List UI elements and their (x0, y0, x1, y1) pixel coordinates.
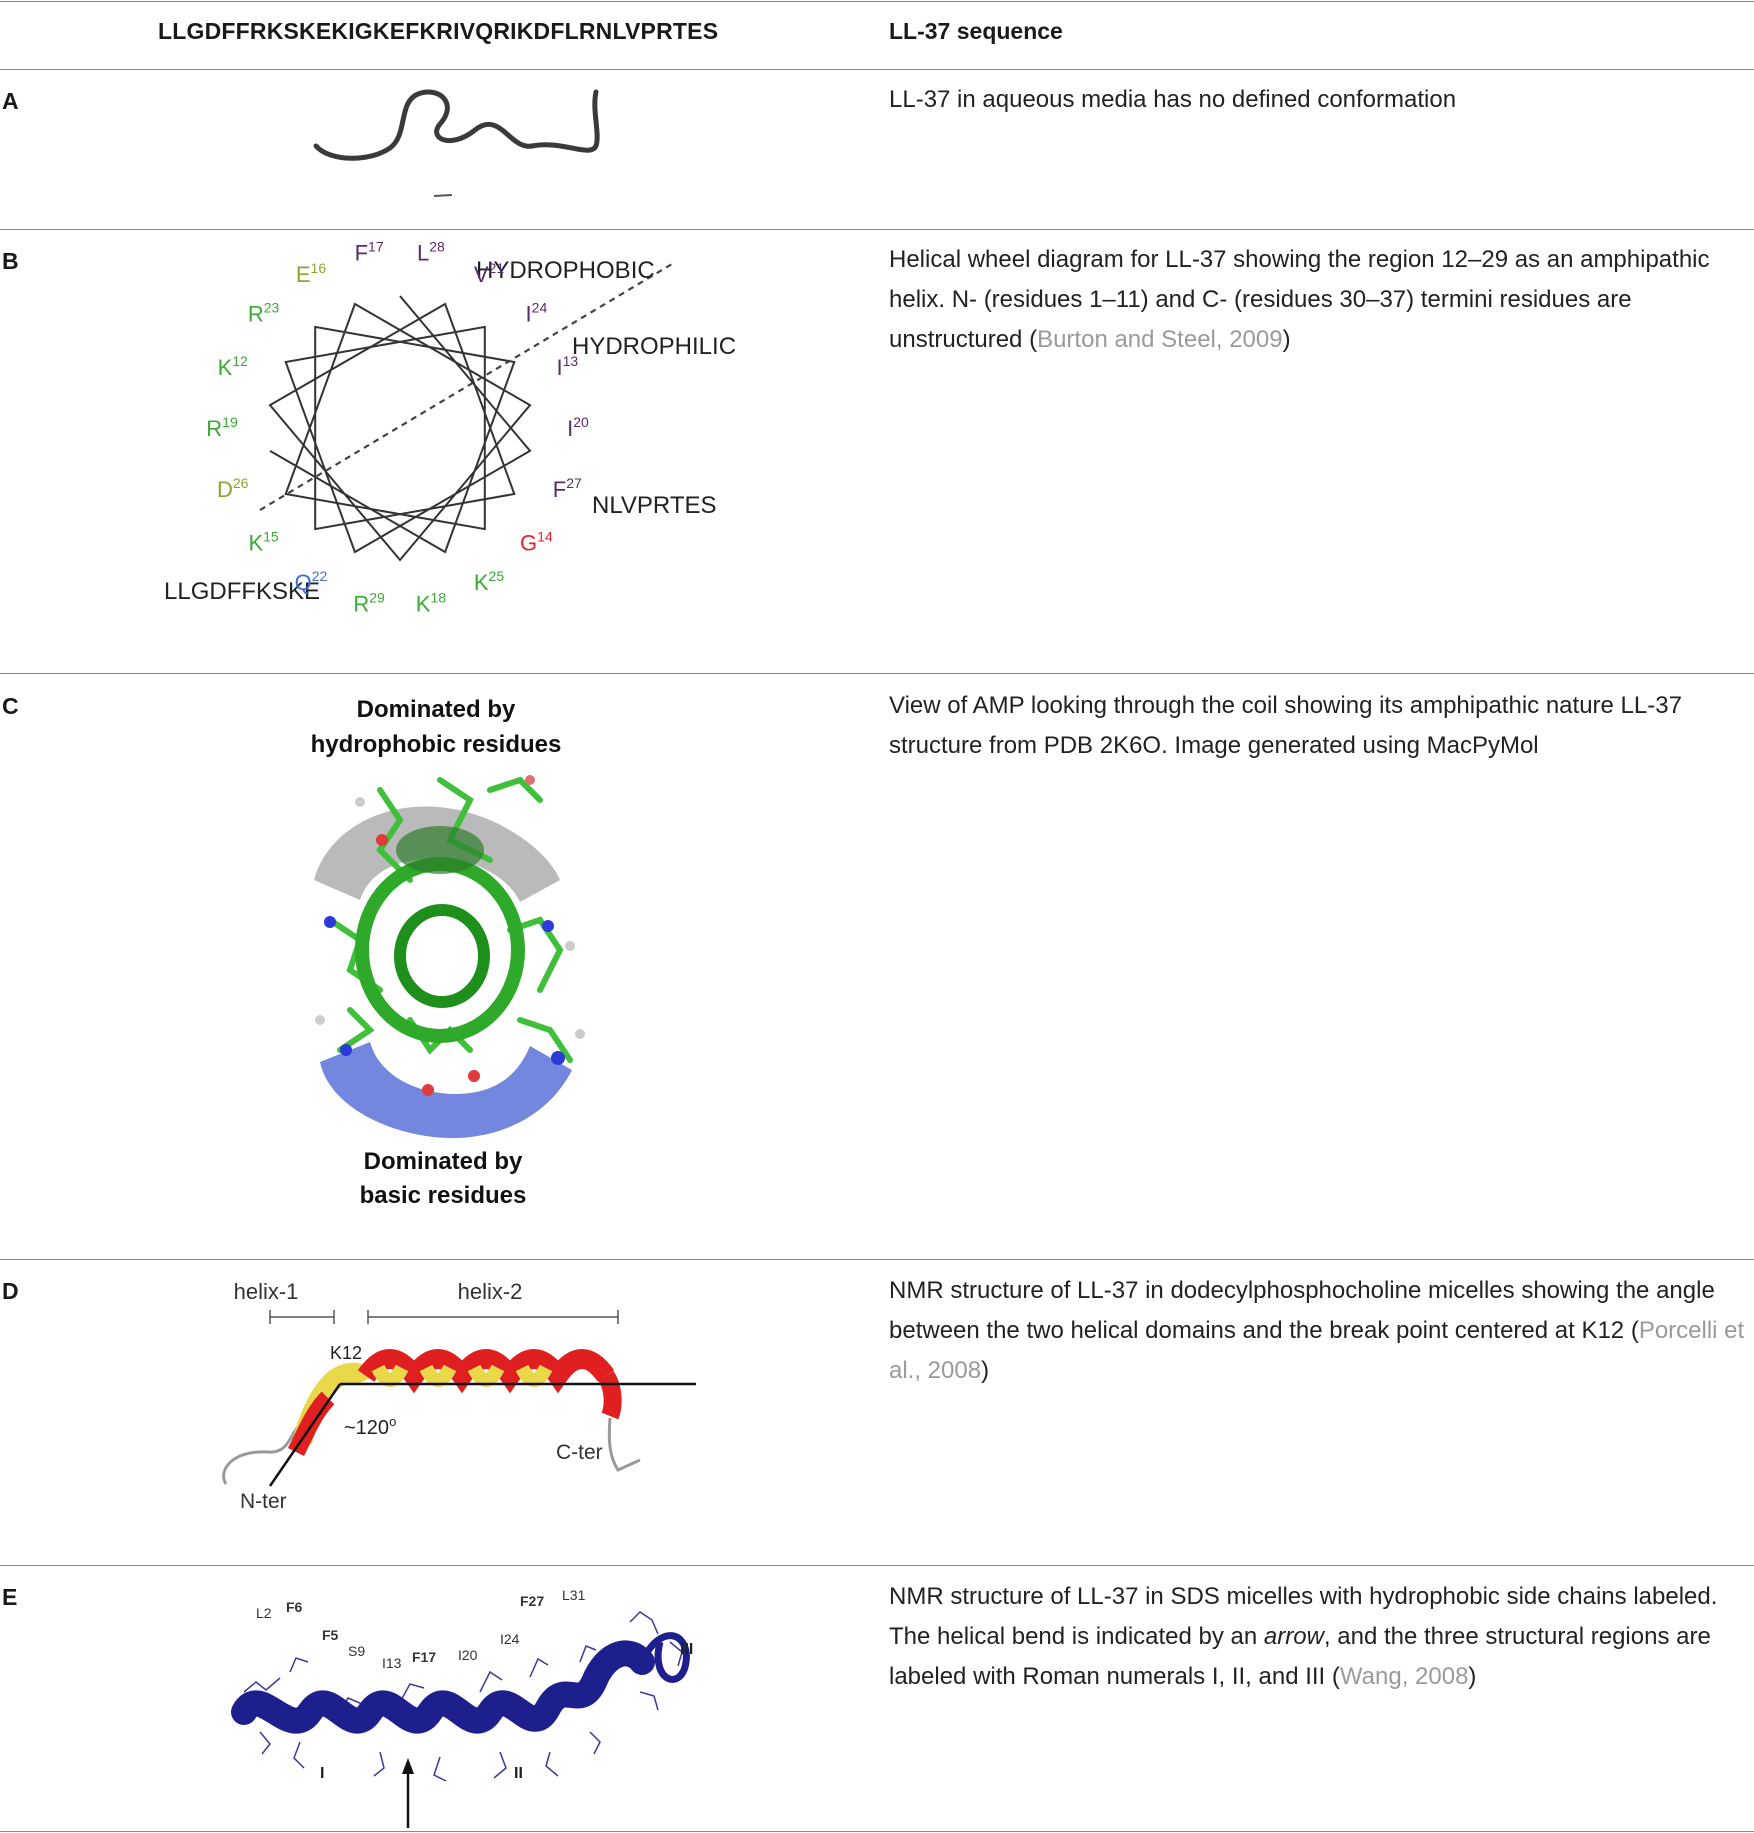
helix-backbone (231, 1640, 655, 1734)
bend-arrow (402, 1758, 414, 1828)
wheel-star-path (268, 295, 532, 562)
residue-k18: K18 (416, 589, 446, 616)
citation-porcelli[interactable]: Porcelli et al., 2008 (889, 1317, 1745, 1384)
bottom-rule (0, 1831, 1754, 1832)
side-chains (243, 1611, 683, 1782)
n-term-sequence: LLGDFFKSKE (164, 578, 320, 605)
residue-r19: R19 (206, 414, 238, 441)
region-i-label: I (320, 1765, 324, 1782)
label-f6: F6 (286, 1599, 303, 1615)
top-label-line2: hydrophobic residues (311, 731, 562, 758)
label-i13: I13 (382, 1655, 402, 1671)
hydrophobic-label: HYDROPHOBIC (476, 257, 655, 284)
helical-wheel-diagram: HYDROPHOBIC HYDROPHILIC LLGDFFKSKE NLVPR… (164, 240, 736, 616)
region-iii-label: III (680, 1641, 693, 1658)
angle-label: ~120o (344, 1414, 396, 1439)
helix-coil-outer (355, 857, 525, 1043)
label-f27: F27 (520, 1593, 544, 1609)
residue-g14: G14 (520, 528, 553, 555)
residue-k25: K25 (474, 568, 504, 595)
label-s9: S9 (348, 1643, 365, 1659)
row-d-description: NMR structure of LL-37 in dodecylphospho… (889, 1271, 1749, 1391)
random-coil-figure (313, 89, 600, 197)
row-a-description: LL-37 in aqueous media has no defined co… (889, 86, 1457, 113)
residue-f17: F17 (355, 240, 384, 266)
residue-k15: K15 (248, 528, 278, 555)
helix-2-label: helix-2 (458, 1279, 523, 1304)
row-d-text: NMR structure of LL-37 in dodecylphospho… (889, 1277, 1715, 1344)
label-i20: I20 (458, 1647, 478, 1663)
header-rule (0, 69, 1754, 70)
row-b-description: Helical wheel diagram for LL-37 showing … (889, 240, 1749, 360)
row-letter-a: A (2, 88, 19, 114)
row-c-rule (0, 1259, 1754, 1260)
residue-l28: L28 (417, 240, 445, 266)
helix-1-label: helix-1 (234, 1279, 299, 1304)
row-a-rule (0, 229, 1754, 230)
wheel-polygon (268, 295, 532, 562)
residue-e16: E16 (296, 260, 326, 287)
top-label-line1: Dominated by (357, 696, 516, 723)
row-letter-e: E (2, 1584, 18, 1610)
row-b-text-end: ) (1282, 326, 1291, 353)
dpc-micelle-structure: helix-1 helix-2 K12 ~120o C-ter N-ter (222, 1279, 696, 1512)
row-e-text: NMR structure of LL-37 in SDS micelles w… (889, 1583, 1718, 1650)
row-e-text-2: , and the three structural regions are l… (889, 1623, 1711, 1690)
residue-r29: R29 (353, 589, 385, 616)
row-e-em: arrow (1263, 1623, 1324, 1650)
row-e-description: NMR structure of LL-37 in SDS micelles w… (889, 1577, 1749, 1697)
row-c-description: View of AMP looking through the coil sho… (889, 692, 1682, 759)
n-ter-label: N-ter (240, 1490, 287, 1512)
atom-dots (315, 775, 585, 1096)
column-title: LL-37 sequence (889, 18, 1063, 44)
residue-v21: V21 (474, 260, 504, 287)
residue-i24: I24 (526, 300, 548, 327)
top-rule (0, 1, 1754, 2)
basic-arc (320, 1042, 572, 1139)
row-b-text: Helical wheel diagram for LL-37 showing … (889, 246, 1710, 353)
row-letter-d: D (2, 1278, 19, 1304)
row-letter-b: B (2, 248, 19, 274)
hydrophilic-label: HYDROPHILIC (572, 333, 736, 360)
residue-i13: I13 (556, 353, 578, 380)
label-l31: L31 (562, 1587, 586, 1603)
bottom-label-line1: Dominated by (364, 1148, 523, 1175)
citation-burton-steel[interactable]: Burton and Steel, 2009 (1037, 326, 1283, 353)
helix-ribbon (287, 1349, 622, 1457)
helix-coil-inner (394, 904, 490, 1008)
row-letter-c: C (2, 693, 19, 719)
k12-label: K12 (330, 1343, 362, 1363)
row-b-rule (0, 673, 1754, 674)
residue-r23: R23 (248, 300, 280, 327)
row-d-text-end: ) (981, 1357, 990, 1384)
label-l2: L2 (256, 1605, 272, 1621)
label-f17: F17 (412, 1649, 436, 1665)
residue-q22: Q22 (295, 568, 328, 595)
residue-i20: I20 (567, 414, 589, 441)
residue-k12: K12 (218, 353, 248, 380)
label-f5: F5 (322, 1627, 339, 1643)
c-term-loop (638, 1632, 690, 1683)
bottom-label-line2: basic residues (360, 1182, 527, 1209)
row-d-rule (0, 1565, 1754, 1566)
hydrophobic-divider-line (259, 263, 673, 511)
residue-f27: F27 (553, 475, 582, 502)
angle-lines (268, 1382, 696, 1487)
sequence-header: LLGDFFRKSKEKIGKEFKRIVQRIKDFLRNLVPRTES (158, 18, 719, 44)
row-e-text-end: ) (1468, 1663, 1477, 1690)
c-ter-label: C-ter (556, 1441, 603, 1464)
amp-coil-view: Dominated by hydrophobic residues Domina… (311, 696, 585, 1209)
residue-d26: D26 (217, 475, 249, 502)
citation-wang[interactable]: Wang, 2008 (1339, 1663, 1469, 1690)
sds-micelle-structure: L2 F6 F5 S9 I13 F17 I20 I24 F27 L31 I II… (231, 1587, 693, 1828)
helix-span-brackets (269, 1310, 619, 1324)
c-ter-tail (607, 1417, 641, 1472)
c-term-sequence: NLVPRTES (592, 492, 717, 519)
label-i24: I24 (500, 1631, 520, 1647)
region-ii-label: II (514, 1765, 523, 1782)
helix-top-shadow (396, 826, 484, 874)
n-ter-tail (222, 1420, 304, 1485)
